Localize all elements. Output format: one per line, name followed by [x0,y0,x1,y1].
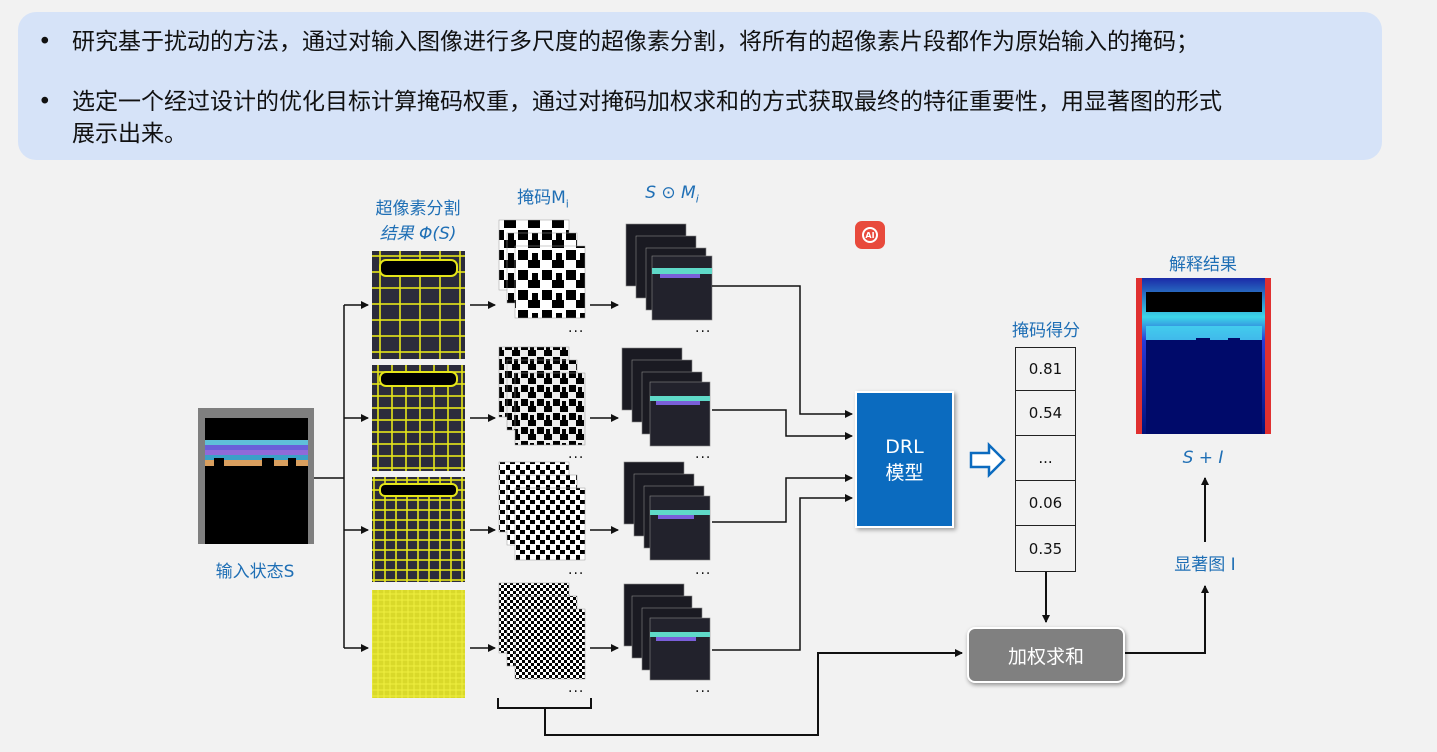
ellipsis: ... [568,446,585,462]
ellipsis: ... [695,320,712,336]
hollow-right-arrow-icon [969,441,1006,479]
mask-label-subscript: i [565,197,569,211]
bullet-text-2: 选定一个经过设计的优化目标计算掩码权重，通过对掩码加权求和的方式获取最终的特征重… [72,89,1222,115]
drl-model-box: DRL 模型 [855,391,954,528]
input-to-superpixel-arrows [314,301,369,652]
score-cell: 0.54 [1015,391,1076,436]
masked-stack-1 [625,223,713,321]
s-plus-i-label: S + I [1182,448,1224,468]
score-cell: 0.81 [1015,347,1076,391]
superpixel-image-1 [372,251,465,359]
input-state-image [198,408,314,544]
weighted-sum-box: 加权求和 [967,627,1125,683]
mask-bracket-connector [497,649,963,736]
superpixel-image-2 [372,365,465,471]
sum-to-saliency-connector [1125,477,1209,654]
bullet-panel: • 研究基于扰动的方法，通过对输入图像进行多尺度的超像素分割，将所有的超像素片段… [18,12,1382,160]
superpixel-label: 超像素分割 结果 Φ(S) [368,194,468,244]
bullet-dot: • [38,89,52,115]
masked-stack-4 [623,583,711,681]
bullet-2-continued: 展示出来。 [72,118,187,150]
masked-label-subscript: i [695,192,699,206]
superpixel-to-mask-arrows [470,301,496,652]
mask-stack-4 [498,582,586,680]
mask-label-text: 掩码M [517,188,566,208]
mask-label: 掩码Mi [508,183,578,210]
masked-label-text: S ⊙ M [645,183,696,203]
masked-label: S ⊙ Mi [632,183,712,205]
ellipsis: ... [695,446,712,462]
input-state-label: 输入状态S [215,562,295,582]
drl-label-line2: 模型 [885,461,924,484]
masked-stack-2 [621,347,711,447]
ellipsis: ... [695,562,712,578]
score-cell: ... [1015,436,1076,481]
bullet-2: • 选定一个经过设计的优化目标计算掩码权重，通过对掩码加权求和的方式获取最终的特… [38,86,1222,118]
ellipsis: ... [568,680,585,696]
bullet-text-1: 研究基于扰动的方法，通过对输入图像进行多尺度的超像素分割，将所有的超像素片段都作… [72,29,1199,55]
drl-label-line1: DRL [885,435,924,458]
result-heatmap-image [1136,278,1271,434]
mask-stack-2 [498,346,586,446]
bullet-dot: • [38,29,52,55]
superpixel-image-4 [372,590,465,698]
bullet-text-2b: 展示出来。 [72,121,187,147]
masked-to-drl-connectors [712,285,853,651]
superpixel-label-line2: 结果 Φ(S) [379,224,457,244]
ellipsis: ... [568,562,585,578]
mask-score-label: 掩码得分 [1012,321,1080,341]
score-cell: 0.06 [1015,481,1076,526]
ellipsis: ... [695,680,712,696]
bullet-1: • 研究基于扰动的方法，通过对输入图像进行多尺度的超像素分割，将所有的超像素片段… [38,26,1199,58]
saliency-label: 显著图 I [1174,555,1236,575]
score-cell: 0.35 [1015,526,1076,572]
ellipsis: ... [568,320,585,336]
mask-to-masked-arrows [590,301,619,652]
result-label: 解释结果 [1169,255,1237,275]
mask-stack-3 [498,461,586,561]
ai-badge-icon[interactable]: AI [855,221,885,249]
masked-stack-3 [623,461,711,561]
superpixel-image-3 [372,477,465,582]
superpixel-label-line1: 超像素分割 [375,199,461,219]
mask-stack-1 [498,219,586,319]
